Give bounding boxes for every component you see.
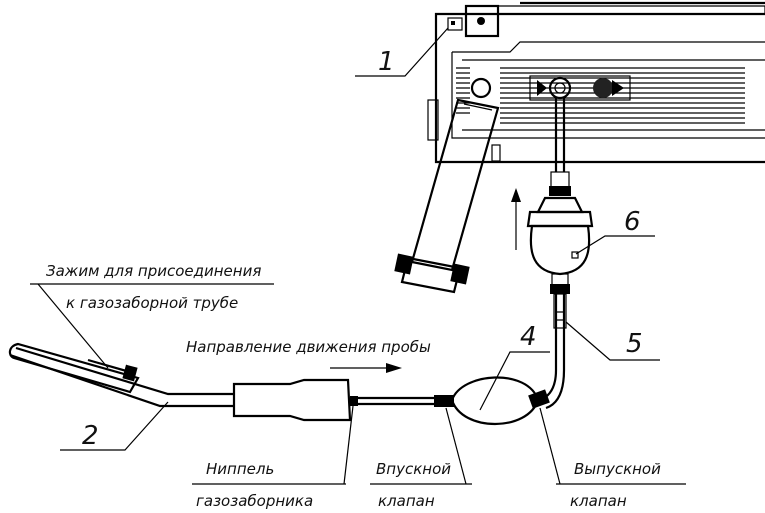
- callout-leader-2: [60, 401, 169, 451]
- callout-leader-4: [565, 321, 660, 361]
- filter-mount-knob: [470, 77, 492, 99]
- inlet-arrow-icon: [537, 80, 547, 96]
- inlet-valve-label-line2: клапан: [378, 492, 435, 510]
- filter-nut-left: [394, 253, 414, 275]
- probe-handle: [232, 378, 352, 422]
- clamp-screw: [122, 364, 138, 382]
- callout-leader-5: [575, 235, 655, 255]
- filter-body: [410, 98, 500, 272]
- inlet-port: [548, 76, 572, 100]
- bulb-body: [450, 376, 540, 426]
- nipple-label-line1: Ниппель: [206, 460, 274, 478]
- device-button-dot: [477, 17, 485, 25]
- device-latch: [491, 144, 501, 162]
- outlet-valve-leader: [539, 407, 561, 485]
- probe-rod: [9, 346, 234, 408]
- device-indicator: [451, 21, 455, 25]
- hose-upper: [549, 98, 571, 196]
- outlet-valve-label-line2: клапан: [570, 492, 627, 510]
- trap-outlet-fitting: [550, 284, 570, 294]
- device-side-handle: [427, 99, 439, 141]
- clamp-label-line2: к газозаборной трубе: [66, 294, 238, 312]
- outlet-arrow-icon: [612, 80, 624, 96]
- callout-1: 1: [378, 47, 395, 77]
- outlet-valve-label-line1: Выпускной: [574, 460, 661, 478]
- nipple-fitting: [350, 396, 358, 406]
- inlet-port-inner: [554, 82, 566, 94]
- callout-leader-1: [355, 27, 449, 77]
- aspirator-bulb: [434, 376, 550, 426]
- trap-drain-plug: [571, 251, 579, 259]
- flow-arrow-icon: [330, 363, 402, 373]
- filter-cartridge: [394, 98, 500, 294]
- callout-4: 5: [626, 329, 643, 359]
- device-top-band: [497, 5, 765, 15]
- inlet-valve-leader: [445, 407, 467, 485]
- upward-arrow-icon: [511, 188, 521, 250]
- hose-to-bulb: [355, 396, 436, 406]
- filter-cap-line: [463, 103, 493, 111]
- panel-outline-top: [452, 41, 765, 53]
- callout-6: 4: [520, 322, 537, 352]
- probe-clamp: [87, 358, 131, 374]
- device-small-button: [447, 17, 463, 31]
- gas-analyzer-device: [427, 1, 765, 164]
- inlet-valve-label-line1: Впускной: [376, 460, 451, 478]
- condensate-trap: [526, 196, 594, 294]
- callout-leader-6: [479, 351, 550, 411]
- trap-cap: [536, 196, 584, 214]
- filter-end-cap: [400, 256, 462, 294]
- nipple-label-line2: газозаборника: [196, 492, 313, 510]
- device-top-button: [464, 4, 500, 38]
- sampling-probe: [8, 342, 352, 422]
- outlet-valve: [528, 389, 550, 409]
- nipple-leader: [343, 405, 354, 485]
- trap-bowl: [529, 224, 591, 276]
- outlet-port: [593, 78, 613, 98]
- callout-2: 2: [82, 421, 99, 451]
- clamp-leader: [37, 283, 109, 369]
- clamp-label-line1: Зажим для присоединения: [46, 262, 261, 280]
- panel-outline-left: [451, 52, 765, 139]
- trap-collar: [526, 210, 594, 228]
- callout-5: 6: [624, 207, 641, 237]
- flow-direction-label: Направление движения пробы: [186, 338, 431, 356]
- port-panel: [529, 75, 631, 101]
- filter-nut-right: [450, 263, 470, 285]
- inlet-valve: [434, 395, 454, 407]
- hose-fitting: [549, 186, 571, 196]
- probe-tip: [8, 342, 140, 394]
- hose-section: [553, 293, 567, 329]
